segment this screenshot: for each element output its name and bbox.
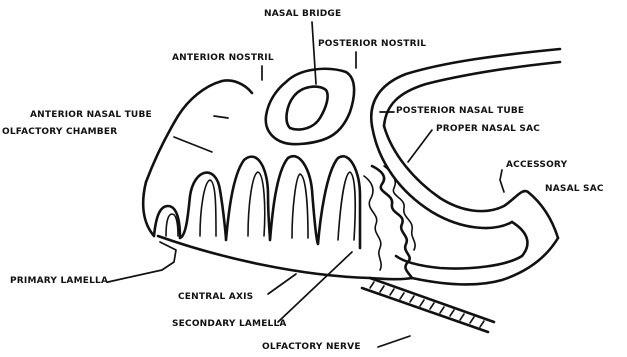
label-primary-lamella: PRIMARY LAMELLA — [10, 277, 108, 286]
leader-anterior-nasal-tube — [214, 116, 228, 118]
lamellae-outline — [143, 156, 360, 248]
leader-primary-lamella — [108, 242, 176, 282]
label-nasal-sac: NASAL SAC — [545, 185, 604, 194]
label-posterior-nasal-tube: POSTERIOR NASAL TUBE — [396, 107, 524, 116]
leader-secondary-lamella — [278, 252, 352, 322]
label-secondary-lamella: SECONDARY LAMELLA — [172, 320, 287, 329]
label-nasal-bridge: NASAL BRIDGE — [264, 10, 341, 19]
secondary-lamella-fold-2 — [384, 166, 415, 250]
label-posterior-nostril: POSTERIOR NOSTRIL — [318, 40, 426, 49]
nasal-bridge-inner — [287, 87, 328, 130]
leader-nasal-bridge — [312, 22, 316, 84]
label-accessory: ACCESSORY — [506, 161, 567, 170]
sac-floor — [158, 236, 412, 279]
label-anterior-nasal-tube: ANTERIOR NASAL TUBE — [30, 111, 152, 120]
secondary-lamella-fold-3 — [364, 176, 381, 270]
accessory-nasal-sac-tip — [412, 238, 558, 284]
label-olfactory-nerve: OLFACTORY NERVE — [262, 343, 361, 352]
label-olfactory-chamber: OLFACTORY CHAMBER — [2, 128, 117, 137]
label-central-axis: CENTRAL AXIS — [178, 293, 253, 302]
label-anterior-nostril: ANTERIOR NOSTRIL — [172, 54, 274, 63]
leader-proper-nasal-sac — [408, 130, 432, 162]
label-proper-nasal-sac: PROPER NASAL SAC — [436, 125, 540, 134]
leader-accessory-nasal-sac — [500, 170, 504, 192]
anterior-nasal-tube-outline — [146, 81, 252, 183]
olfactory-nerve-lower — [362, 288, 488, 332]
leader-central-axis — [268, 274, 296, 294]
olfactory-nerve-hatching — [370, 282, 484, 327]
leader-olfactory-nerve — [378, 336, 410, 347]
leader-olfactory-chamber — [174, 137, 212, 152]
accessory-nasal-sac-outer — [372, 126, 512, 228]
nasal-bridge-outer — [266, 69, 354, 144]
